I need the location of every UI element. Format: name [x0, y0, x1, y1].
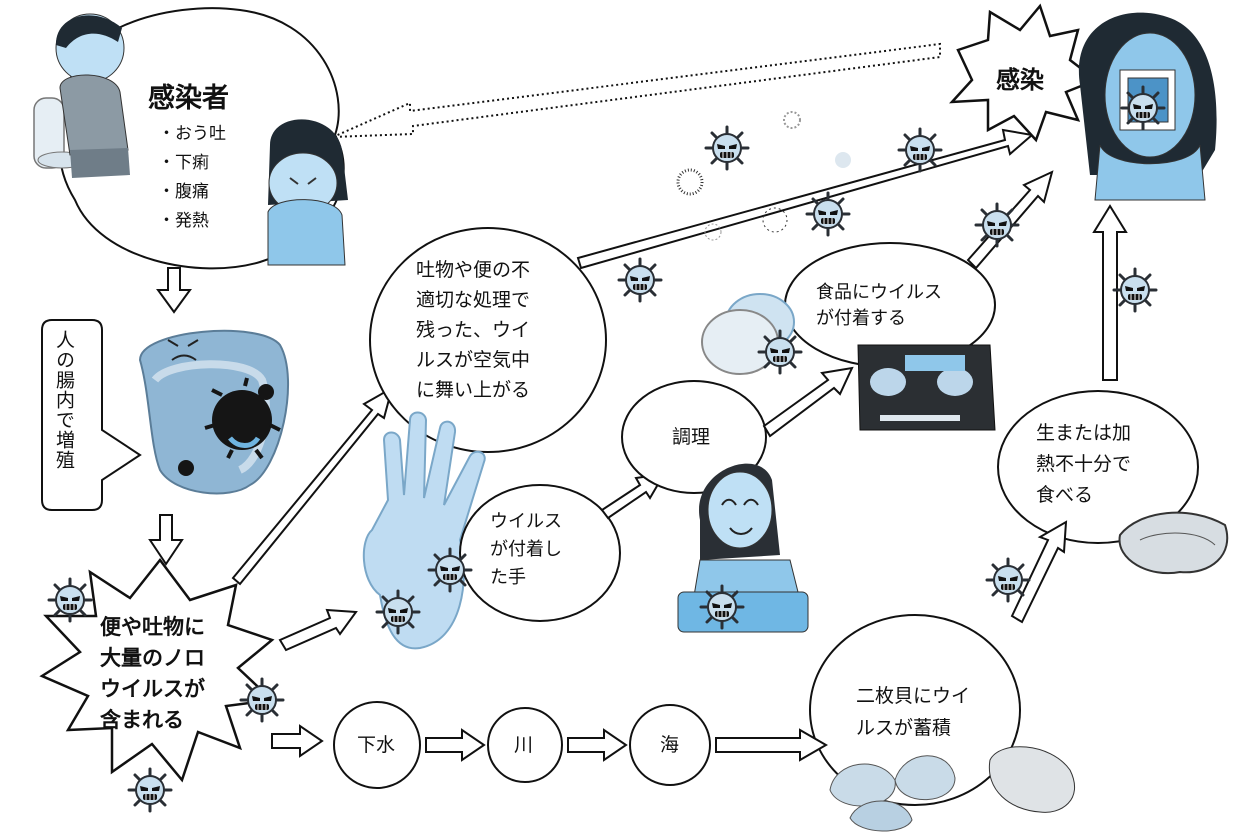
infection-label: 感染 [996, 66, 1044, 94]
intestine-icon [138, 329, 289, 495]
arrow-bivalve-to-raw [1010, 520, 1068, 624]
clam-icon [829, 746, 1076, 832]
infection-burst [949, 3, 1099, 143]
virus-icon [704, 125, 750, 171]
river-circle [487, 707, 563, 783]
airborne-label: 吐物や便の不 適切な処理で 残った、ウイ ルスが空気中 に舞い上がる [416, 259, 531, 401]
river-label: 川 [514, 734, 534, 756]
arrow-sea-to-bivalve [715, 728, 829, 762]
intestine-bubble [41, 319, 142, 511]
virus-icon [375, 589, 421, 635]
sea-circle [629, 704, 711, 786]
hand-label: ウイルス が付着し た手 [490, 511, 562, 588]
infected-title: 感染者 [148, 83, 229, 114]
airborne-particles [676, 111, 851, 241]
airborne-bubble [369, 227, 607, 453]
bivalve-bubble [809, 614, 1021, 806]
virus-icon [985, 557, 1031, 603]
source-burst [39, 557, 275, 783]
oyster-icon [1118, 511, 1229, 575]
arrow-source-to-air [231, 385, 394, 586]
arrow-source-to-sewer [271, 724, 324, 758]
virus-icon [427, 547, 473, 593]
virus-icon [1120, 85, 1166, 131]
food-label: 食品にウイルス が付着する [816, 282, 942, 329]
symptom-diarrhea: ・下痢 [158, 153, 209, 173]
virus-icon [897, 127, 943, 173]
cooking-bubble [621, 380, 767, 494]
arrow-raw-to-infection [1092, 204, 1128, 381]
sick-child-icon [267, 119, 348, 266]
cooking-label: 調理 [672, 426, 711, 448]
raw-bubble [997, 390, 1199, 544]
sea-label: 海 [660, 734, 680, 756]
arrow-air-to-infection [576, 128, 1035, 270]
bivalve-label: 二枚貝にウイ ルスが蓄積 [856, 685, 971, 739]
meal-tray-icon [701, 293, 996, 431]
airborne-return-arrow [332, 42, 941, 138]
symptom-fever: ・発熱 [158, 211, 209, 231]
symptom-vomit: ・おう吐 [158, 124, 226, 144]
arrow-sewer-to-river [425, 728, 486, 762]
arrow-river-to-sea [567, 728, 628, 762]
virus-icon [699, 584, 745, 630]
virus-icon [617, 257, 663, 303]
virus-icon [805, 191, 851, 237]
virus-icon [47, 577, 93, 623]
arrow-source-to-hand [278, 608, 358, 652]
hand-icon [362, 411, 486, 650]
virus-icon [974, 202, 1020, 248]
virus-icon [239, 677, 285, 723]
virus-icon [757, 329, 803, 375]
down-arrow-2 [148, 514, 184, 566]
down-arrow-1 [156, 267, 192, 314]
hand-bubble [459, 484, 621, 622]
arrow-cooking-to-meal [762, 366, 854, 438]
intestine-label: 人の腸内で増殖 [53, 330, 75, 470]
source-label: 便や吐物に 大量のノロ ウイルスが 含まれる [100, 615, 205, 732]
sewer-circle [333, 701, 421, 789]
sick-person-icon [33, 13, 130, 178]
symptom-abdominal-pain: ・腹痛 [158, 182, 209, 202]
virus-icon [127, 767, 173, 813]
sewer-label: 下水 [357, 734, 396, 756]
virus-icon [1112, 267, 1158, 313]
raw-label: 生または加 熱不十分で 食べる [1036, 422, 1132, 506]
